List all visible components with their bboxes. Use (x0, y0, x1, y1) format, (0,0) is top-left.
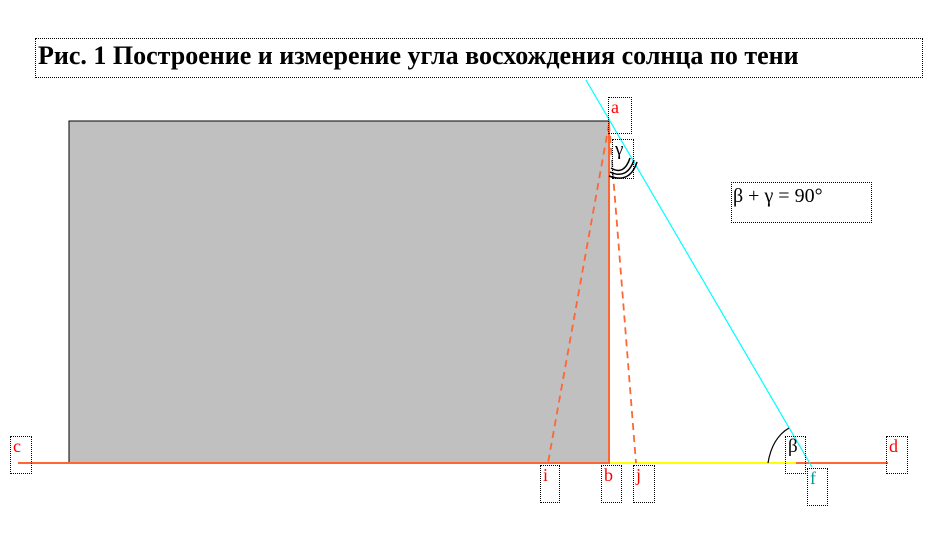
building (68, 120, 610, 464)
dashed-line-ai (547, 123, 610, 464)
sun-ray (585, 79, 813, 468)
gamma-label: γ (612, 139, 634, 179)
point-label-c: c (10, 436, 32, 474)
dashed-line-aj (608, 123, 637, 464)
point-label-f: f (807, 468, 828, 506)
point-label-i: i (540, 465, 560, 503)
gamma-arc (610, 157, 631, 172)
point-label-d: d (886, 436, 908, 474)
point-label-j: j (633, 465, 655, 503)
beta-label: β (785, 436, 806, 474)
point-label-a: a (608, 97, 632, 134)
point-label-b: b (601, 465, 622, 503)
figure-title: Рис. 1 Построение и измерение угла восхо… (35, 38, 923, 78)
angle-formula: β + γ = 90° (731, 182, 872, 223)
beta-arc (767, 427, 790, 464)
